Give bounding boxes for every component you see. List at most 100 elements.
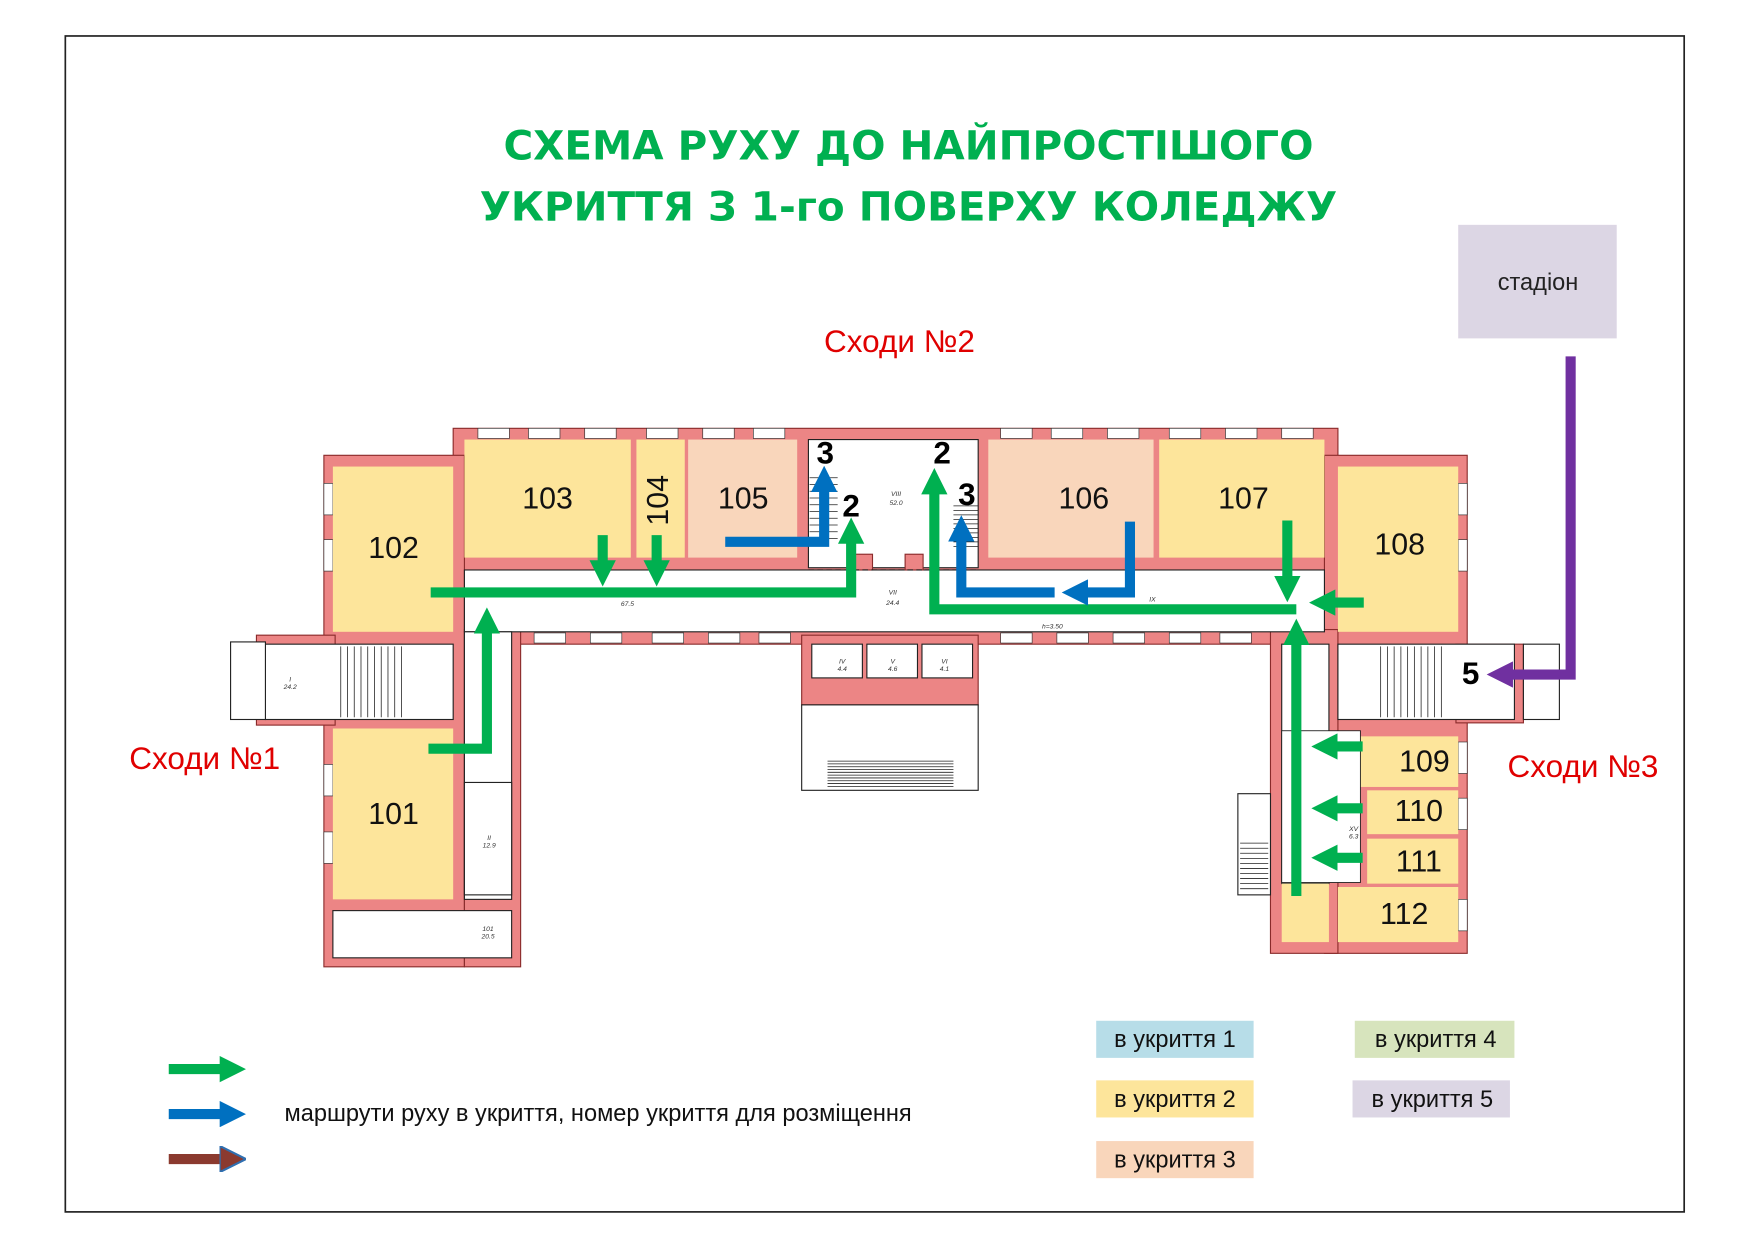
room-112: 112 — [1337, 886, 1459, 943]
route-green-corridor-left — [430, 517, 865, 598]
window — [752, 427, 786, 439]
window — [477, 427, 510, 439]
stairs-3-label: Сходи №3 — [1508, 749, 1659, 784]
window — [758, 632, 791, 644]
legend: маршрути руху в укриття, номер укриття д… — [168, 1020, 1515, 1179]
title-line-2: УКРИТТЯ З 1-го ПОВЕРХУ КОЛЕДЖУ — [480, 182, 1338, 230]
window — [1225, 427, 1258, 439]
stadium-label: стадіон — [1498, 270, 1579, 296]
route-blue-106 — [1061, 521, 1136, 606]
label-corridor-area: 67.5 — [621, 601, 634, 608]
window — [1168, 632, 1202, 644]
shelter-marker-3-left: 3 — [817, 436, 835, 471]
label-vi-area: 4.1 — [940, 666, 950, 673]
stadium-box: стадіон — [1458, 224, 1617, 339]
room-small-yellow — [1281, 883, 1329, 943]
label-v-area: 4.6 — [888, 666, 898, 673]
label-101-area: 20.5 — [480, 934, 494, 941]
legend-shelter-3: в укриття 3 — [1096, 1141, 1254, 1179]
window — [1168, 427, 1202, 439]
label-iv-area: 4.4 — [837, 666, 847, 673]
shelter-markers: 3 2 2 3 5 — [817, 436, 1480, 691]
window — [323, 831, 334, 864]
room-102-label: 102 — [368, 532, 419, 565]
room-103-label: 103 — [522, 482, 573, 515]
label-iv: IV — [839, 658, 847, 665]
window — [323, 539, 334, 572]
room-101-label: 101 — [368, 798, 419, 831]
title-line-1: СХЕМА РУХУ ДО НАЙПРОСТІШОГО — [503, 122, 1313, 170]
window — [1107, 427, 1140, 439]
window — [533, 632, 566, 644]
room-102: 102 — [332, 466, 454, 632]
legend-shelter-2: в укриття 2 — [1096, 1080, 1254, 1118]
shelter-marker-5: 5 — [1462, 656, 1480, 691]
stairs-hatching — [340, 477, 1442, 890]
route-purple-stadium — [1486, 356, 1576, 688]
label-i-area: 24.2 — [283, 684, 297, 691]
window — [1056, 632, 1089, 644]
legend-shelter-4: в укриття 4 — [1354, 1020, 1515, 1058]
window — [323, 483, 334, 516]
room-112-label: 112 — [1380, 898, 1428, 931]
label-vi: VI — [941, 658, 947, 665]
window — [1457, 539, 1468, 572]
window — [1000, 427, 1033, 439]
window — [702, 427, 735, 439]
room-108-label: 108 — [1374, 528, 1425, 561]
legend-shelter-1-label: в укриття 1 — [1114, 1027, 1236, 1053]
shelter-marker-2-right: 2 — [933, 436, 951, 471]
label-viii: VIII — [891, 491, 901, 498]
label-i: I — [289, 676, 291, 683]
window — [1050, 427, 1084, 439]
room-104-label: 104 — [642, 475, 675, 526]
window — [1000, 632, 1033, 644]
legend-shelter-5-label: в укриття 5 — [1372, 1087, 1494, 1113]
label-viii-area: 52.0 — [890, 500, 903, 507]
window — [1112, 632, 1145, 644]
legend-shelter-5: в укриття 5 — [1352, 1080, 1510, 1118]
route-blue-corridor — [948, 515, 1055, 598]
window — [1457, 797, 1468, 831]
label-height: h=3.50 — [1042, 623, 1063, 630]
label-ii-area: 12.9 — [483, 843, 496, 850]
label-101-code: 101 — [482, 926, 493, 933]
room-109-label: 109 — [1399, 745, 1450, 778]
building-floors — [230, 427, 1560, 959]
plan-labels: VIII 52.0 VII 24.4 67.5 IV 4.4 V 4.6 VI … — [283, 491, 1360, 941]
stairs-1-label: Сходи №1 — [129, 741, 280, 776]
legend-shelter-4-label: в укриття 4 — [1375, 1027, 1497, 1053]
label-xv: XV — [1348, 826, 1359, 833]
label-ii: II — [487, 835, 491, 842]
window — [323, 764, 334, 797]
window — [584, 427, 617, 439]
route-blue-105 — [725, 465, 838, 547]
shelter-marker-2-left: 2 — [842, 488, 860, 523]
shelter-marker-3-right: 3 — [958, 477, 976, 512]
window — [1281, 427, 1314, 439]
window — [1457, 483, 1468, 516]
window — [1457, 741, 1468, 774]
label-xv-area: 6.3 — [1349, 834, 1359, 841]
label-vii: VII — [889, 590, 897, 597]
window — [1457, 899, 1468, 932]
window — [528, 427, 561, 439]
room-105-label: 105 — [718, 482, 769, 515]
room-111-label: 111 — [1396, 845, 1442, 878]
stairs-2-label: Сходи №2 — [824, 324, 975, 359]
window — [646, 427, 679, 439]
room-101: 101 — [332, 728, 454, 900]
room-110: 110 — [1367, 790, 1459, 835]
room-110-label: 110 — [1395, 795, 1443, 828]
page-frame — [64, 35, 1686, 1213]
window — [708, 632, 741, 644]
route-green-corridor-right — [921, 468, 1297, 615]
window — [589, 632, 623, 644]
legend-shelter-2-label: в укриття 2 — [1114, 1087, 1236, 1113]
legend-shelter-3-label: в укриття 3 — [1114, 1148, 1236, 1174]
window — [651, 632, 684, 644]
room-107: 107 — [1159, 439, 1325, 558]
routes — [428, 356, 1576, 896]
label-vii-area: 24.4 — [885, 600, 899, 607]
